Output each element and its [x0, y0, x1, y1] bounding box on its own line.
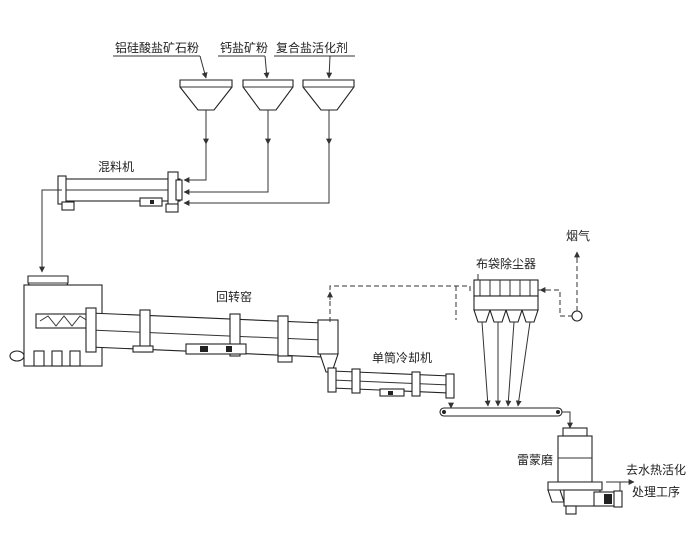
hopper-to-mixer-lines — [183, 110, 332, 206]
cooler-label: 单筒冷却机 — [372, 350, 432, 365]
next-process-label: 去水热活化 处理工序 — [626, 463, 686, 499]
feed-label-activator: 复合盐活化剂 — [276, 40, 348, 55]
raymond-mill: 雷蒙磨 — [517, 427, 635, 515]
mixer-label: 混料机 — [98, 160, 134, 174]
bag-dust-collector: 布袋除尘器 — [473, 256, 539, 407]
feed-lines — [199, 55, 333, 79]
dust-collector-label: 布袋除尘器 — [476, 256, 536, 271]
flue-gas-label: 烟气 — [566, 228, 590, 243]
mill-label: 雷蒙磨 — [517, 453, 553, 467]
feed-label-aluminosilicate: 铝硅酸盐矿石粉 — [115, 40, 199, 55]
kiln-flue-gas-line — [329, 285, 471, 322]
kiln-label: 回转窑 — [216, 289, 252, 304]
hopper-2 — [242, 79, 294, 111]
next-step-line2: 处理工序 — [632, 484, 680, 499]
next-step-line1: 去水热活化 — [626, 463, 686, 477]
rotary-kiln: 回转窑 — [85, 289, 339, 373]
feed-labels: 铝硅酸盐矿石粉 钙盐矿粉 复合盐活化剂 — [113, 40, 355, 57]
exhaust-system: 烟气 — [538, 228, 590, 322]
mixer: 混料机 — [57, 160, 183, 213]
hopper-3 — [302, 79, 355, 111]
feed-hoppers — [179, 79, 355, 111]
feed-label-calcium-salt: 钙盐矿粉 — [220, 41, 268, 55]
mixer-to-kiln-line — [39, 189, 62, 273]
belt-conveyor — [439, 402, 573, 429]
single-cylinder-cooler: 单筒冷却机 — [327, 350, 455, 399]
hopper-1 — [179, 79, 233, 111]
